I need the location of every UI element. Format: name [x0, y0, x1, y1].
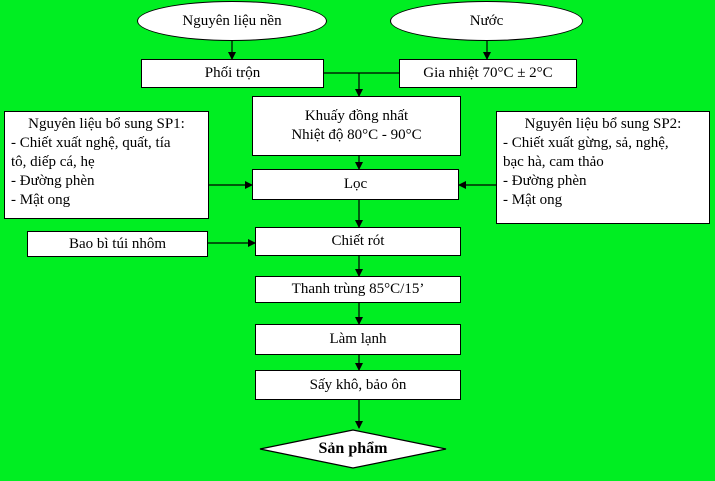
filter-box: Lọc — [252, 169, 459, 200]
sp1-line: - Mật ong — [11, 192, 71, 208]
stirring-line-2: Nhiệt độ 80°C - 90°C — [291, 127, 422, 143]
sp2-line: - Mật ong — [503, 192, 563, 208]
cooling-box: Làm lạnh — [255, 324, 461, 355]
sp1-title: Nguyên liệu bổ sung SP1: — [28, 116, 185, 132]
packaging-box: Bao bì túi nhôm — [27, 231, 208, 257]
sp2-line: - Đường phèn — [503, 173, 587, 189]
sp2-line: bạc hà, cam thảo — [503, 154, 604, 170]
product-label: Sản phẩm — [318, 440, 388, 457]
sp2-title: Nguyên liệu bổ sung SP2: — [524, 116, 682, 132]
water-oval: Nước — [390, 1, 583, 41]
product-diamond — [259, 429, 447, 469]
sp2-line: - Chiết xuất gừng, sả, nghệ, — [503, 135, 669, 151]
sp1-line: tô, diếp cá, hẹ — [11, 154, 95, 170]
sterilization-box: Thanh trùng 85°C/15’ — [255, 276, 461, 303]
base-material-oval: Nguyên liệu nền — [137, 1, 327, 41]
filling-box: Chiết rót — [255, 227, 461, 256]
sp1-line: - Đường phèn — [11, 173, 95, 189]
supplement-sp1-box: Nguyên liệu bổ sung SP1: - Chiết xuất ng… — [4, 111, 209, 219]
stirring-box: Khuấy đồng nhất Nhiệt độ 80°C - 90°C — [252, 96, 461, 156]
drying-box: Sấy khô, bảo ôn — [255, 370, 461, 400]
stirring-line-1: Khuấy đồng nhất — [304, 108, 409, 124]
heating-box: Gia nhiệt 70°C ± 2°C — [399, 59, 577, 88]
supplement-sp2-box: Nguyên liệu bổ sung SP2: - Chiết xuất gừ… — [496, 111, 710, 224]
mixing-box: Phối trộn — [141, 59, 324, 88]
sp1-line: - Chiết xuất nghệ, quất, tía — [11, 135, 171, 151]
